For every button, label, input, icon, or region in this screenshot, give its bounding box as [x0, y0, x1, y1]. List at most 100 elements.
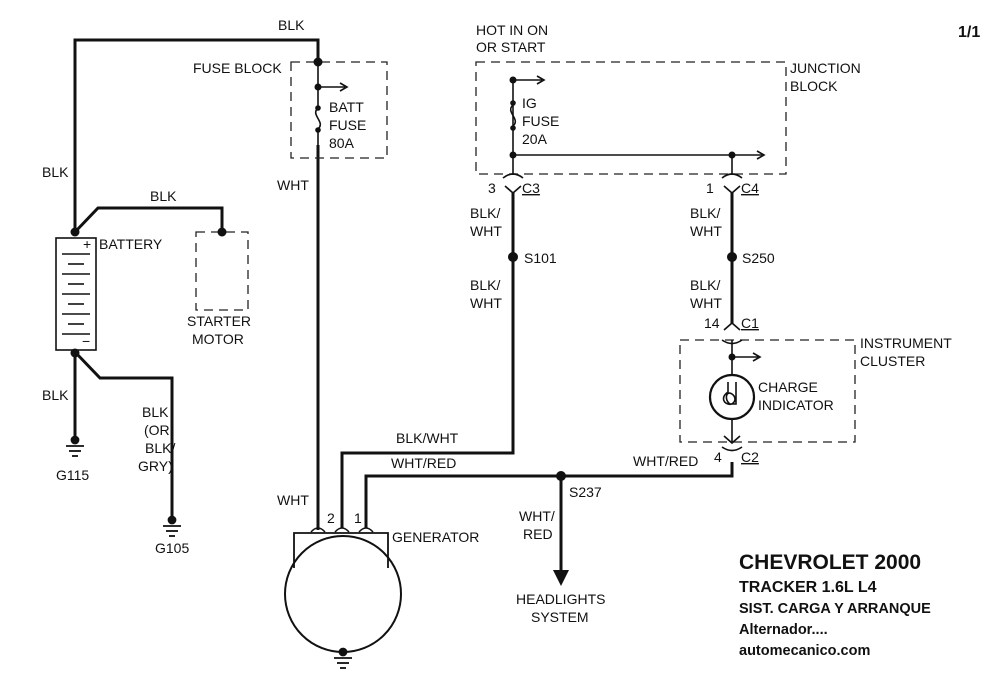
junction-bus-arrow-icon — [756, 150, 766, 160]
generator-body-icon — [284, 535, 402, 653]
wire-label-whtred-gen: WHT/RED — [391, 455, 456, 471]
wire-blk-battery-to-starter — [73, 206, 224, 234]
batt-fuse-label-3: 80A — [329, 135, 355, 151]
wire-label-wht-gen: WHT — [277, 492, 309, 508]
wire-label-blk-top: BLK — [278, 17, 305, 33]
wire-blk-battery-to-g105 — [73, 350, 174, 518]
ig-fuse-label-3: 20A — [522, 131, 548, 147]
splice-s237-label: S237 — [569, 484, 602, 500]
wire-label-blk-or-1: BLK — [142, 404, 169, 420]
wire-whtred-cluster-to-generator — [364, 462, 734, 528]
ig-fuse-label-1: IG — [522, 95, 537, 111]
ground-g115-icon — [66, 435, 84, 457]
title-website: automecanico.com — [739, 643, 870, 659]
hot-in-on-label-2: OR START — [476, 39, 546, 55]
wire-label-blkwht-s101-2: WHT — [470, 295, 502, 311]
generator-connectors-icon — [310, 527, 374, 533]
junction-block-outline — [475, 61, 787, 175]
headlights-arrow-icon — [553, 570, 569, 586]
charge-indicator-label-1: CHARGE — [758, 379, 818, 395]
wire-label-blkwht-c4-1: BLK/ — [690, 205, 720, 221]
instrument-cluster-outline — [679, 339, 856, 443]
page-number: 1/1 — [958, 24, 980, 41]
charge-indicator-bulb-icon — [708, 373, 756, 421]
batt-fuse-pin-bottom — [315, 127, 321, 133]
title-component: Alternador.... — [739, 622, 828, 638]
title-make-year: CHEVROLET 2000 — [739, 551, 921, 574]
junction-tap-arrow-icon — [513, 75, 546, 85]
battery-positive-node — [70, 227, 80, 237]
headlights-label-1: HEADLIGHTS — [516, 591, 605, 607]
fuse-block-tap-arrow-icon — [318, 82, 349, 92]
generator-ground-icon — [334, 647, 352, 669]
connector-c4-icon — [721, 173, 743, 195]
headlights-label-2: SYSTEM — [531, 609, 589, 625]
battery-label: BATTERY — [99, 236, 163, 252]
splice-s250-dot — [727, 252, 737, 262]
title-system: SIST. CARGA Y ARRANQUE — [739, 601, 931, 617]
junction-bus-node-right — [728, 151, 736, 159]
instrument-cluster-label-2: CLUSTER — [860, 353, 925, 369]
splice-s237-dot — [556, 471, 566, 481]
c1-pin-label: 14 — [704, 315, 720, 331]
connector-c2-icon — [721, 435, 743, 452]
hot-in-on-label-1: HOT IN ON — [476, 22, 548, 38]
wire-blk-battery-to-fuse — [73, 38, 320, 232]
wire-label-whtred-c2: WHT/RED — [633, 453, 698, 469]
fuse-block-label: FUSE BLOCK — [193, 60, 282, 76]
splice-s101-dot — [508, 252, 518, 262]
c3-label: C3 — [522, 180, 540, 196]
c2-pin-label: 4 — [714, 449, 722, 465]
generator-pin-1-label: 1 — [354, 510, 362, 526]
charge-indicator-label-2: INDICATOR — [758, 397, 834, 413]
battery-minus-symbol: − — [82, 333, 90, 349]
wire-label-whtred-head-2: RED — [523, 526, 553, 542]
c1-label: C1 — [741, 315, 759, 331]
wire-label-blk-left: BLK — [42, 164, 69, 180]
wire-label-blkwht-gen: BLK/WHT — [396, 430, 459, 446]
wire-label-wht-fuse: WHT — [277, 177, 309, 193]
starter-motor-label-1: STARTER — [187, 313, 251, 329]
starter-terminal-node — [217, 227, 227, 237]
charge-indicator-filament-icon — [722, 382, 737, 406]
ig-fuse-icon — [509, 104, 517, 127]
generator-housing-icon — [293, 532, 389, 568]
wire-label-blk-starter: BLK — [150, 188, 177, 204]
batt-fuse-pin-top — [315, 105, 321, 111]
splice-s250-label: S250 — [742, 250, 775, 266]
batt-fuse-label-2: FUSE — [329, 117, 366, 133]
wire-label-blkwht-s250-2: WHT — [690, 295, 722, 311]
wire-label-blk-or-4: GRY) — [138, 458, 173, 474]
wire-label-blk-or-3: BLK/ — [145, 440, 175, 456]
battery-negative-node — [70, 348, 80, 358]
wire-label-blkwht-c3-2: WHT — [470, 223, 502, 239]
wire-label-blk-or-2: (OR — [144, 422, 170, 438]
junction-bus-node-left — [509, 151, 517, 159]
ground-g115-label: G115 — [56, 467, 89, 483]
starter-motor-label-2: MOTOR — [192, 331, 244, 347]
connector-c3-icon — [502, 173, 524, 195]
ground-g105-icon — [163, 515, 181, 537]
battery-plus-symbol: + — [83, 236, 91, 252]
ig-fuse-pin-top — [510, 100, 516, 106]
cluster-tap-arrow-icon — [732, 352, 762, 362]
fuse-block-outline — [290, 61, 388, 159]
starter-motor-outline — [195, 231, 249, 311]
junction-block-label-2: BLOCK — [790, 78, 838, 94]
ig-fuse-label-2: FUSE — [522, 113, 559, 129]
wire-label-blk-ground: BLK — [42, 387, 69, 403]
junction-block-label-1: JUNCTION — [790, 60, 861, 76]
wire-label-blkwht-c4-2: WHT — [690, 223, 722, 239]
c4-label: C4 — [741, 180, 759, 196]
c3-pin-label: 3 — [488, 180, 496, 196]
wire-label-blkwht-c3-1: BLK/ — [470, 205, 500, 221]
wire-blkwht-c3-to-generator — [340, 193, 515, 528]
ig-fuse-pin-bottom — [510, 125, 516, 131]
wire-label-blkwht-s250-1: BLK/ — [690, 277, 720, 293]
wire-label-whtred-head-1: WHT/ — [519, 508, 555, 524]
title-model: TRACKER 1.6L L4 — [739, 579, 877, 596]
instrument-cluster-label-1: INSTRUMENT — [860, 335, 952, 351]
battery-cells-icon — [62, 253, 90, 335]
ground-g105-label: G105 — [155, 540, 189, 556]
